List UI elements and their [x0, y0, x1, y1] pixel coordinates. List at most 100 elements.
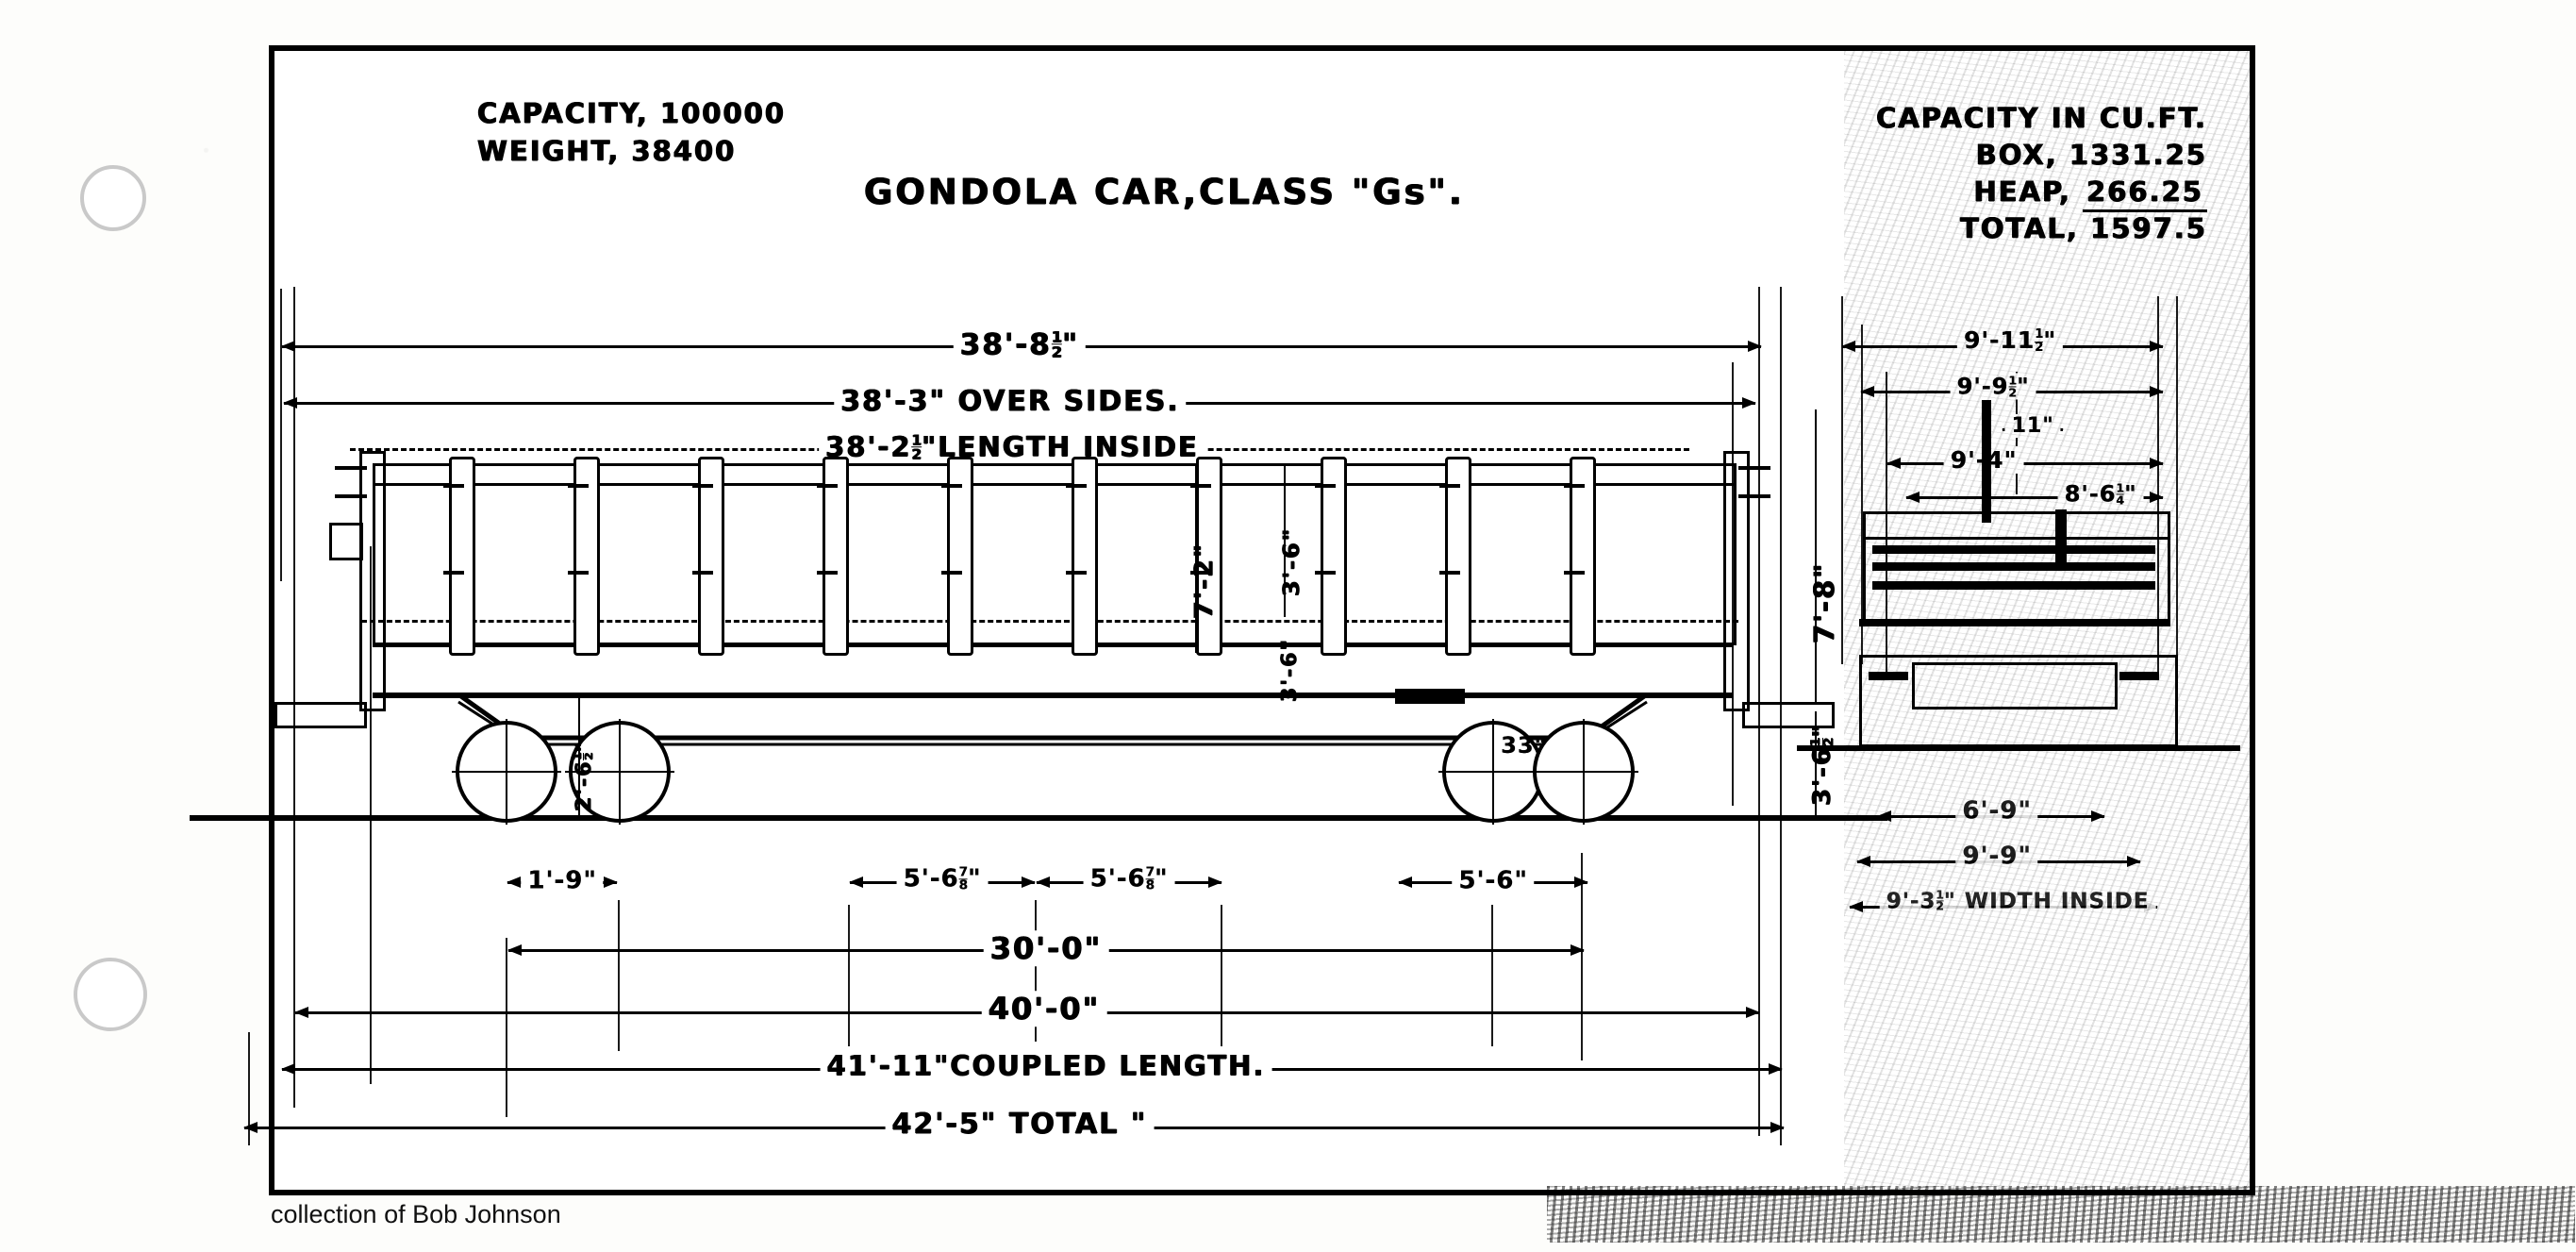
witness-line-right-outer — [1758, 287, 1760, 1136]
dimension-line-stake-height — [1284, 466, 1286, 617]
dimension-line-floor-height — [1815, 711, 1817, 817]
weight-line: WEIGHT, 38400 — [477, 135, 737, 167]
dimension-label-axle-space-3: 5'-6" — [1452, 866, 1535, 895]
ev-journal-right — [2119, 672, 2159, 680]
side-stake-7 — [1190, 457, 1222, 656]
witness-line-body-right — [1732, 362, 1734, 806]
witness-line-axle-4 — [1491, 905, 1493, 1046]
title-block-left: CAPACITY, 100000 WEIGHT, 38400 — [477, 94, 786, 170]
total-label: TOTAL, — [1960, 212, 2079, 244]
witness-line-right-coupler — [1780, 287, 1782, 1145]
ev-center-stake — [1982, 400, 1991, 523]
ev-journal-left — [1869, 672, 1908, 680]
car-underframe-line — [373, 693, 1733, 698]
witness-line-total-left — [248, 1032, 250, 1145]
box-label: BOX, — [1975, 139, 2058, 171]
wheel-diameter-label: 33" — [1501, 732, 1547, 759]
car-floor-line — [373, 643, 1733, 647]
car-right-end-post — [1723, 451, 1750, 711]
capacity-cuft-heading: CAPACITY IN CU.FT. — [1876, 102, 2207, 134]
dimension-label-height-over-all: 7'-8" — [1808, 561, 1840, 643]
ev-witness-left — [1841, 296, 1843, 664]
dimension-line-coupler-height — [578, 693, 580, 815]
side-stake-10 — [1564, 457, 1596, 656]
dimension-label-ev-over-all-low: 9'-9" — [1955, 842, 2038, 871]
title-block-right: CAPACITY IN CU.FT. BOX, 1331.25 HEAP, 26… — [1876, 100, 2207, 247]
ev-witness-left-2 — [1861, 325, 1863, 664]
dimension-label-end-to-truck: 1'-9" — [521, 866, 604, 895]
witness-line-axle-2 — [1035, 900, 1037, 1042]
dimension-label-coupled-length: 41'-11"COUPLED LENGTH. — [820, 1049, 1272, 1082]
witness-line-left-coupler — [293, 287, 295, 1108]
dimension-label-truck-centers: 30'-0" — [983, 930, 1109, 967]
dimension-line-ev-over-body — [1886, 458, 2164, 469]
dimension-line-height-over-all — [1815, 409, 1817, 702]
ev-witness-left-3 — [1886, 372, 1887, 674]
side-stake-9 — [1439, 457, 1471, 656]
witness-line-truck-2 — [618, 900, 620, 1051]
box-capacity-row: BOX, 1331.25 — [1876, 137, 2207, 174]
witness-line-truck-3 — [1581, 853, 1583, 1060]
left-grab-iron-2 — [335, 494, 367, 498]
dimension-label-over-strikers: 40'-0" — [981, 991, 1107, 1027]
car-top-chord — [373, 463, 1737, 486]
heap-label: HEAP, — [1973, 175, 2071, 208]
car-inside-floor-dashed — [361, 620, 1738, 623]
side-stake-5 — [941, 457, 973, 656]
wheel-4 — [1529, 719, 1638, 825]
page-title: GONDOLA CAR,CLASS "Gs". — [864, 172, 1465, 212]
ev-floor-line — [1859, 619, 2170, 626]
dimension-label-ev-underframe: 6'-9" — [1955, 796, 2038, 826]
dimension-label-over-sides: 38'-3" OVER SIDES. — [834, 384, 1187, 418]
witness-line-axle-1 — [848, 905, 850, 1046]
bolster-detail — [1395, 689, 1465, 704]
drawing-frame: CAPACITY, 100000 WEIGHT, 38400 CAPACITY … — [190, 45, 2255, 1195]
car-left-end-post — [359, 451, 386, 711]
right-grab-iron-2 — [1738, 494, 1770, 498]
left-coupler — [274, 702, 367, 728]
total-capacity-row: TOTAL, 1597.5 — [1876, 210, 2207, 247]
ev-witness-right — [2157, 296, 2159, 674]
side-stake-8 — [1315, 457, 1347, 656]
side-stake-3 — [692, 457, 724, 656]
box-value: 1331.25 — [2069, 139, 2207, 171]
witness-line-left-outer — [280, 289, 282, 581]
side-stake-2 — [568, 457, 600, 656]
capacity-line: CAPACITY, 100000 — [477, 97, 786, 129]
dimension-label-total-length: 42'-5" TOTAL " — [885, 1107, 1155, 1141]
ev-rail-line — [1797, 745, 2240, 751]
right-coupler — [1742, 702, 1835, 728]
total-value: 1597.5 — [2090, 212, 2207, 244]
witness-line-axle-3 — [1221, 905, 1222, 1046]
dimension-line-ev-truck-gauge — [1905, 492, 2164, 503]
left-ladder-detail — [329, 523, 363, 560]
rail-line — [190, 815, 1887, 821]
heap-value: 266.25 — [2083, 175, 2207, 212]
dimension-label-ev-eaves: 11" — [2004, 414, 2061, 438]
dimension-label-stake-height: 3'-6" — [1278, 526, 1305, 596]
caption: collection of Bob Johnson — [271, 1200, 561, 1228]
ev-witness-right-2 — [2176, 296, 2178, 674]
punch-hole-top-icon — [80, 165, 146, 231]
left-grab-iron — [335, 466, 367, 470]
punch-hole-bottom-icon — [74, 958, 147, 1031]
ev-stake-detail — [2055, 509, 2067, 562]
ev-side-band-1 — [1872, 545, 2155, 554]
wheel-2 — [565, 719, 674, 825]
dimension-label-stake-lower: 3'-6" — [1278, 638, 1302, 702]
side-stake-6 — [1066, 457, 1098, 656]
ev-top-chord — [1863, 511, 2170, 540]
ev-bolster — [1912, 662, 2118, 709]
right-grab-iron — [1738, 466, 1770, 470]
